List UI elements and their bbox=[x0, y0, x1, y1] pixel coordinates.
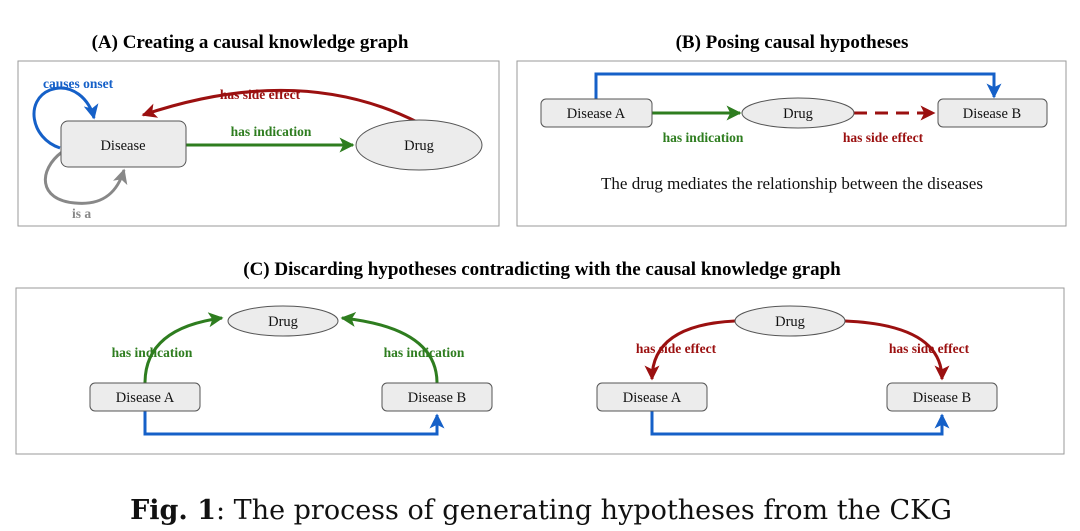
node-b-disease-b-label: Disease B bbox=[963, 106, 1021, 122]
edge-c-left-indication-a bbox=[143, 312, 224, 384]
label-c-left-indication-a: has indication bbox=[112, 345, 193, 360]
node-c-right-disease-a-label: Disease A bbox=[623, 390, 682, 406]
node-c-right-disease-b bbox=[886, 382, 998, 412]
panel-a-title: (A) Creating a causal knowledge graph bbox=[92, 32, 409, 53]
edge-has-side-effect bbox=[141, 88, 420, 125]
panel-b-caption: The drug mediates the relationship betwe… bbox=[601, 174, 983, 193]
node-c-right-disease-a bbox=[596, 382, 708, 412]
node-b-disease-b bbox=[937, 98, 1048, 128]
label-c-right-side-effect-a: has side effect bbox=[636, 341, 717, 356]
node-b-drug-label: Drug bbox=[783, 106, 813, 122]
label-causes-onset: causes onset bbox=[43, 76, 114, 91]
node-c-left-disease-b bbox=[381, 382, 493, 412]
edge-c-left-indication-b bbox=[340, 311, 439, 384]
edge-is-a bbox=[44, 150, 128, 205]
figure-caption: Fig. 1: The process of generating hypoth… bbox=[130, 495, 952, 526]
node-c-left-disease-a-label: Disease A bbox=[116, 390, 175, 406]
node-b-disease-a-label: Disease A bbox=[567, 106, 626, 122]
edge-c-right-disease-link bbox=[650, 411, 950, 436]
panel-c-title: (C) Discarding hypotheses contradicting … bbox=[243, 259, 841, 280]
edge-c-right-side-effect-b bbox=[844, 319, 950, 381]
label-c-left-indication-b: has indication bbox=[384, 345, 465, 360]
node-b-drug bbox=[741, 97, 855, 129]
node-c-right-drug bbox=[734, 305, 846, 337]
panel-c: (C) Discarding hypotheses contradicting … bbox=[15, 259, 1065, 455]
node-disease bbox=[60, 120, 187, 168]
edge-b-disease-link bbox=[594, 72, 1002, 99]
edge-causes-onset bbox=[32, 86, 99, 150]
node-c-right-disease-b-label: Disease B bbox=[913, 390, 971, 406]
node-c-left-drug bbox=[227, 305, 339, 337]
node-disease-label: Disease bbox=[100, 138, 145, 154]
panel-c-frame bbox=[15, 287, 1065, 455]
label-b-has-indication: has indication bbox=[663, 130, 744, 145]
label-has-indication: has indication bbox=[231, 124, 312, 139]
edge-c-right-side-effect-a bbox=[644, 319, 736, 381]
node-drug bbox=[355, 119, 483, 171]
label-is-a: is a bbox=[72, 206, 91, 221]
label-b-has-side-effect: has side effect bbox=[843, 130, 924, 145]
panel-b-title: (B) Posing causal hypotheses bbox=[676, 32, 909, 53]
node-c-right-drug-label: Drug bbox=[775, 314, 805, 330]
node-c-left-drug-label: Drug bbox=[268, 314, 298, 330]
figure-caption-text: : The process of generating hypotheses f… bbox=[216, 495, 952, 526]
panel-b: (B) Posing causal hypotheses Disease A D… bbox=[516, 32, 1067, 227]
node-c-left-disease-b-label: Disease B bbox=[408, 390, 466, 406]
panel-a: (A) Creating a causal knowledge graph Di… bbox=[17, 32, 500, 227]
edge-c-left-disease-link bbox=[143, 411, 445, 436]
node-drug-label: Drug bbox=[404, 138, 434, 154]
label-has-side-effect: has side effect bbox=[220, 87, 301, 102]
node-c-left-disease-a bbox=[89, 382, 201, 412]
label-c-right-side-effect-b: has side effect bbox=[889, 341, 970, 356]
panel-b-frame bbox=[516, 60, 1067, 227]
figure-caption-label: Fig. 1 bbox=[130, 495, 216, 526]
panel-c-left: Drug Disease A Disease B has indication … bbox=[89, 305, 493, 436]
panel-c-right: Drug Disease A Disease B has side effect… bbox=[596, 305, 998, 436]
node-b-disease-a bbox=[540, 98, 653, 128]
